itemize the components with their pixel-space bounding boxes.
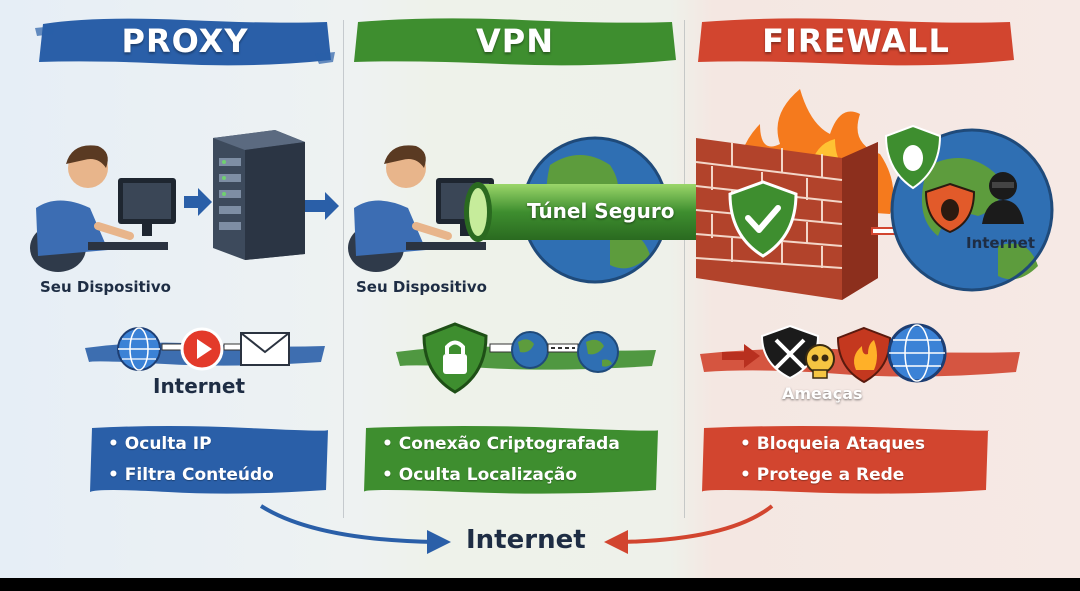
play-icon: [180, 327, 224, 371]
firewall-bullet: Bloqueia Ataques: [740, 429, 925, 460]
arrow-icon: [305, 192, 339, 220]
firewall-title: FIREWALL: [762, 22, 950, 60]
infographic: PROXY VPN FIREWALL Seu Dispositivo: [0, 0, 1080, 578]
proxy-bullet: Filtra Conteúdo: [108, 460, 274, 491]
arrow-icon: [184, 188, 212, 216]
proxy-title: PROXY: [121, 22, 249, 60]
flame-shield-icon: [836, 326, 892, 384]
right-curved-arrow-icon: [604, 504, 774, 554]
proxy-bullets: Oculta IP Filtra Conteúdo: [108, 429, 274, 491]
bug-icon: [924, 182, 976, 234]
threats-label: Ameaças: [782, 384, 863, 403]
mail-icon: [240, 332, 290, 366]
globe-icon: [887, 323, 947, 383]
lock-icon: [422, 322, 488, 394]
firewall-bullet: Protege a Rede: [740, 460, 925, 491]
globe-icon: [117, 327, 161, 371]
server-icon: [213, 130, 305, 260]
proxy-banner: [35, 18, 335, 66]
arrow-icon: [722, 344, 760, 368]
tunnel-label: Túnel Seguro: [527, 199, 675, 223]
person-computer-icon: [30, 145, 176, 272]
hacker-icon: [982, 172, 1024, 224]
dashed-link-icon: [547, 343, 579, 353]
skull-icon: [805, 344, 835, 379]
vpn-bullet: Oculta Localização: [382, 460, 620, 491]
proxy-device-label: Seu Dispositivo: [40, 278, 171, 296]
column-divider: [684, 20, 685, 518]
proxy-internet-label: Internet: [153, 374, 246, 398]
bug-shield-icon: [884, 124, 942, 190]
vpn-banner: [354, 18, 676, 66]
connector-icon: [161, 343, 183, 351]
firewall-banner: [698, 18, 1014, 66]
firewall-internet-label: Internet: [966, 234, 1036, 252]
proxy-bullet: Oculta IP: [108, 429, 274, 460]
vpn-bullet: Conexão Criptografada: [382, 429, 620, 460]
vpn-title: VPN: [476, 22, 554, 60]
firewall-bullets: Bloqueia Ataques Protege a Rede: [740, 429, 925, 491]
secure-tunnel-icon: [464, 182, 710, 242]
vpn-bullets: Conexão Criptografada Oculta Localização: [382, 429, 620, 491]
column-divider: [343, 20, 344, 518]
vpn-device-label: Seu Dispositivo: [356, 278, 487, 296]
globe-icon: [577, 331, 619, 373]
bottom-bar: [0, 578, 1080, 591]
left-curved-arrow-icon: [259, 504, 451, 554]
globe-icon: [511, 331, 549, 369]
shield-check-icon: [728, 180, 798, 258]
footer-internet-label: Internet: [466, 525, 586, 555]
